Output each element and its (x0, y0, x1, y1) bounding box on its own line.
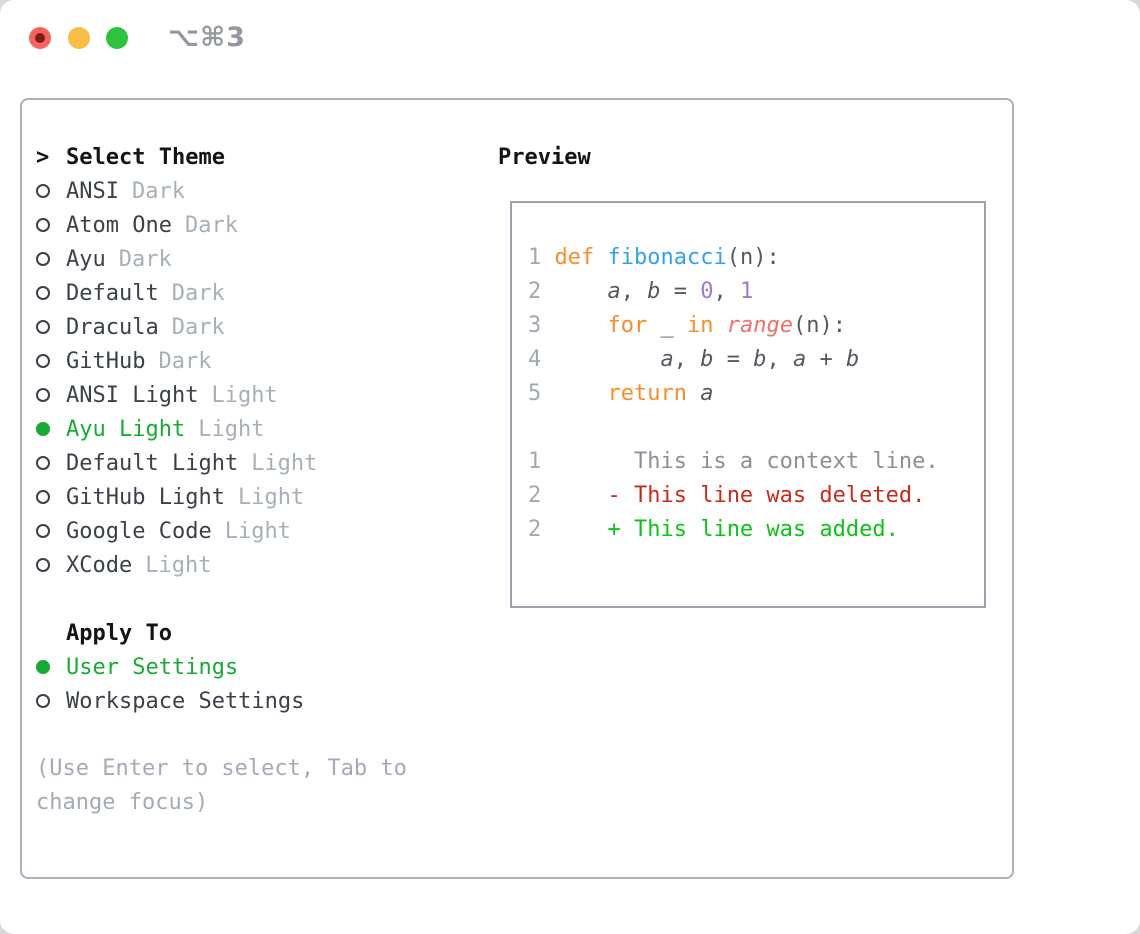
preview-box: 1 def fibonacci(n): 2 a, b = 0, 1 3 for _ … (510, 201, 986, 608)
theme-option-github-light[interactable]: GitHub Light Light (36, 480, 496, 514)
option-label: Default (66, 280, 159, 306)
radio-marker (36, 252, 66, 266)
code-line: 1 def fibonacci(n): (528, 245, 780, 270)
code-line: 2 + This line was added. (528, 517, 899, 542)
apply-to-list: User Settings Workspace Settings (36, 650, 496, 718)
theme-option-ayu[interactable]: Ayu Dark (36, 242, 496, 276)
radio-marker (36, 388, 66, 402)
option-variant-tag: Light (198, 416, 265, 442)
theme-option-default[interactable]: Default Dark (36, 276, 496, 310)
radio-icon (36, 320, 50, 334)
theme-picker-title: Select Theme (66, 144, 225, 170)
radio-marker (36, 320, 66, 334)
option-label: GitHub Light (66, 484, 225, 510)
theme-list: ANSI Dark Atom One Dark Ayu Dark Default… (36, 174, 496, 582)
theme-option-default-light[interactable]: Default Light Light (36, 446, 496, 480)
theme-option-ayu-light[interactable]: Ayu Light Light (36, 412, 496, 446)
option-label: Ayu Light (66, 416, 186, 442)
radio-marker (36, 218, 66, 232)
option-variant-tag: Dark (184, 212, 238, 238)
theme-option-ansi[interactable]: ANSI Dark (36, 174, 496, 208)
radio-marker (36, 490, 66, 504)
radio-icon (36, 184, 50, 198)
theme-option-atom-one[interactable]: Atom One Dark (36, 208, 496, 242)
option-label: Google Code (66, 518, 212, 544)
option-variant-tag: Dark (171, 314, 225, 340)
option-label: XCode (66, 552, 133, 578)
radio-marker (36, 422, 66, 436)
selection-prompt-icon: > (36, 144, 50, 170)
option-variant-tag: Dark (171, 280, 225, 306)
code-line: 2 - This line was deleted. (528, 483, 926, 508)
option-label: Workspace Settings (66, 688, 305, 714)
option-variant-tag: Dark (158, 348, 212, 374)
radio-marker (36, 694, 66, 708)
radio-icon (36, 354, 50, 368)
apply-option-user-settings[interactable]: User Settings (36, 650, 496, 684)
close-button[interactable] (29, 27, 51, 49)
keyboard-hint: (Use Enter to select, Tab to change focu… (36, 756, 407, 815)
option-label: User Settings (66, 654, 239, 680)
apply-option-workspace-settings[interactable]: Workspace Settings (36, 684, 496, 718)
maximize-button[interactable] (106, 27, 128, 49)
theme-picker-header-row: > Select Theme (36, 140, 496, 174)
option-label: Ayu (66, 246, 106, 272)
option-label: Dracula (66, 314, 159, 340)
spacer (36, 718, 496, 752)
code-line: 2 a, b = 0, 1 (528, 279, 754, 304)
code-line: 1 This is a context line. (528, 449, 939, 474)
code-line: 4 a, b = b, a + b (528, 347, 860, 372)
option-label: ANSI (66, 178, 119, 204)
option-label: GitHub (66, 348, 146, 374)
preview-title: Preview (498, 144, 591, 170)
theme-option-github[interactable]: GitHub Dark (36, 344, 496, 378)
option-variant-tag: Light (237, 484, 305, 510)
radio-icon (36, 660, 50, 674)
theme-option-dracula[interactable]: Dracula Dark (36, 310, 496, 344)
option-variant-tag: Dark (118, 246, 172, 272)
option-variant-tag: Light (145, 552, 212, 578)
radio-icon (36, 388, 50, 402)
theme-option-ansi-light[interactable]: ANSI Light Light (36, 378, 496, 412)
radio-icon (36, 694, 50, 708)
code-line: 5 return a (528, 381, 714, 406)
radio-marker (36, 286, 66, 300)
radio-marker (36, 354, 66, 368)
minimize-button[interactable] (68, 27, 90, 49)
apply-to-header-row: Apply To (36, 616, 496, 650)
theme-option-google-code[interactable]: Google Code Light (36, 514, 496, 548)
radio-marker (36, 184, 66, 198)
code-blank-line (528, 411, 984, 445)
radio-icon (36, 218, 50, 232)
option-label: Atom One (66, 212, 172, 238)
window-titlebar: ⌥⌘3 (0, 0, 1140, 78)
radio-icon (36, 524, 50, 538)
option-label: Default Light (66, 450, 239, 476)
theme-option-xcode[interactable]: XCode Light (36, 548, 496, 582)
code-preview: 1 def fibonacci(n): 2 a, b = 0, 1 3 for _ … (512, 203, 984, 547)
radio-icon (36, 422, 50, 436)
left-column: > Select Theme ANSI Dark Atom One Dark A… (36, 140, 496, 820)
radio-icon (36, 252, 50, 266)
radio-marker (36, 456, 66, 470)
option-variant-tag: Light (211, 382, 278, 408)
radio-icon (36, 286, 50, 300)
option-variant-tag: Light (224, 518, 291, 544)
option-variant-tag: Dark (131, 178, 185, 204)
spacer (36, 582, 496, 616)
radio-marker (36, 558, 66, 572)
radio-icon (36, 456, 50, 470)
code-line: 3 for _ in range(n): (528, 313, 846, 338)
radio-marker (36, 660, 66, 674)
radio-icon (36, 490, 50, 504)
option-label: ANSI Light (66, 382, 199, 408)
apply-to-title: Apply To (66, 620, 172, 646)
window-title: ⌥⌘3 (168, 22, 246, 53)
theme-picker-panel: > Select Theme ANSI Dark Atom One Dark A… (20, 98, 1014, 879)
radio-marker (36, 524, 66, 538)
radio-icon (36, 558, 50, 572)
option-variant-tag: Light (251, 450, 318, 476)
